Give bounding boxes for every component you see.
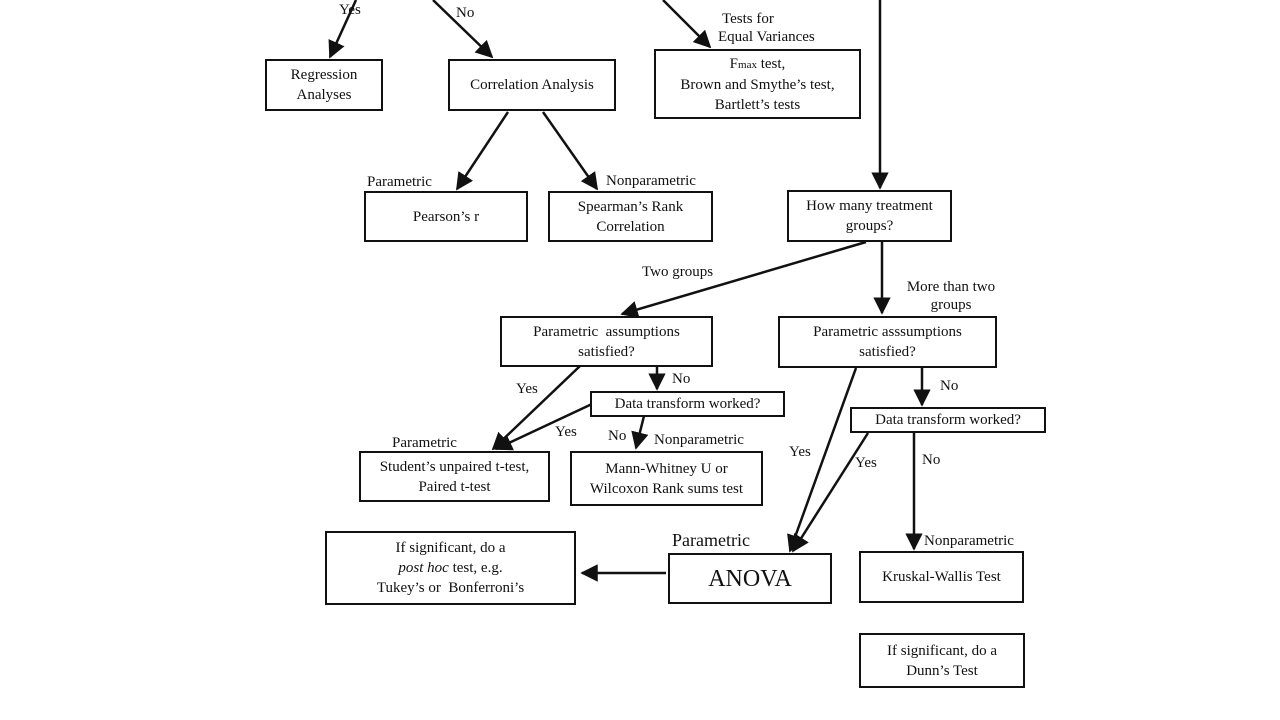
label-yes-regression: Yes [339, 2, 361, 18]
label-yes-ttest: Yes [516, 381, 538, 397]
label-nonparametric-mw: Nonparametric [654, 432, 744, 448]
arrow-transform-yes-two [494, 402, 593, 451]
arrow-transform-yes-more [791, 432, 870, 553]
arrow-to-pearson [455, 111, 510, 191]
label-yes-transform-more: Yes [855, 455, 877, 471]
parametric-assumptions-two-box: Parametric assumptions satisfied? [500, 316, 713, 367]
mann-whitney-box: Mann-Whitney U or Wilcoxon Rank sums tes… [570, 451, 763, 506]
ttest-box: Student’s unpaired t-test, Paired t-test [359, 451, 550, 502]
label-nonparametric-spearman: Nonparametric [606, 173, 696, 189]
arrow-to-regression [328, 0, 358, 59]
data-transform-two-box: Data transform worked? [590, 391, 785, 417]
label-more-than-two-groups: More than two groups [906, 279, 996, 313]
label-no-transform-two: No [672, 371, 691, 387]
label-nonparametric-kw: Nonparametric [924, 533, 1014, 549]
pearson-box: Pearson’s r [364, 191, 528, 242]
arrow-yes-more [787, 367, 858, 553]
arrow-two-groups [620, 240, 867, 318]
parametric-assumptions-more-box: Parametric asssumptions satisfied? [778, 316, 997, 368]
regression-box: Regression Analyses [265, 59, 383, 111]
treatment-groups-box: How many treatment groups? [787, 190, 952, 242]
label-no-kruskal: No [922, 452, 941, 468]
label-parametric-ttest: Parametric [392, 435, 457, 451]
label-no-mann-whitney: No [608, 428, 627, 444]
anova-box: ANOVA [668, 553, 832, 604]
label-no-correlation: No [456, 5, 475, 21]
arrow-transform-no-two [631, 415, 649, 450]
label-parametric-pearson: Parametric [367, 174, 432, 190]
label-equal-variances: Tests for Equal Variances [718, 11, 815, 45]
label-two-groups: Two groups [642, 264, 714, 280]
arrow-to-variance-tests [662, 0, 712, 49]
label-no-transform-more: No [940, 378, 959, 394]
label-parametric-anova: Parametric [672, 530, 750, 550]
kruskal-wallis-box: Kruskal-Wallis Test [859, 551, 1024, 603]
dunn-test-box: If significant, do a Dunn’s Test [859, 633, 1025, 688]
arrow-to-spearman [541, 111, 599, 191]
correlation-analysis-box: Correlation Analysis [448, 59, 616, 111]
label-yes-transform-two: Yes [555, 424, 577, 440]
posthoc-box: If significant, do a post hoc test, e.g.… [325, 531, 576, 605]
data-transform-more-box: Data transform worked? [850, 407, 1046, 433]
label-yes-anova: Yes [789, 444, 811, 460]
variance-tests-box: Fmax test, Brown and Smythe’s test, Bart… [654, 49, 861, 119]
spearman-box: Spearman’s Rank Correlation [548, 191, 713, 242]
arrow-to-correlation [432, 0, 494, 59]
